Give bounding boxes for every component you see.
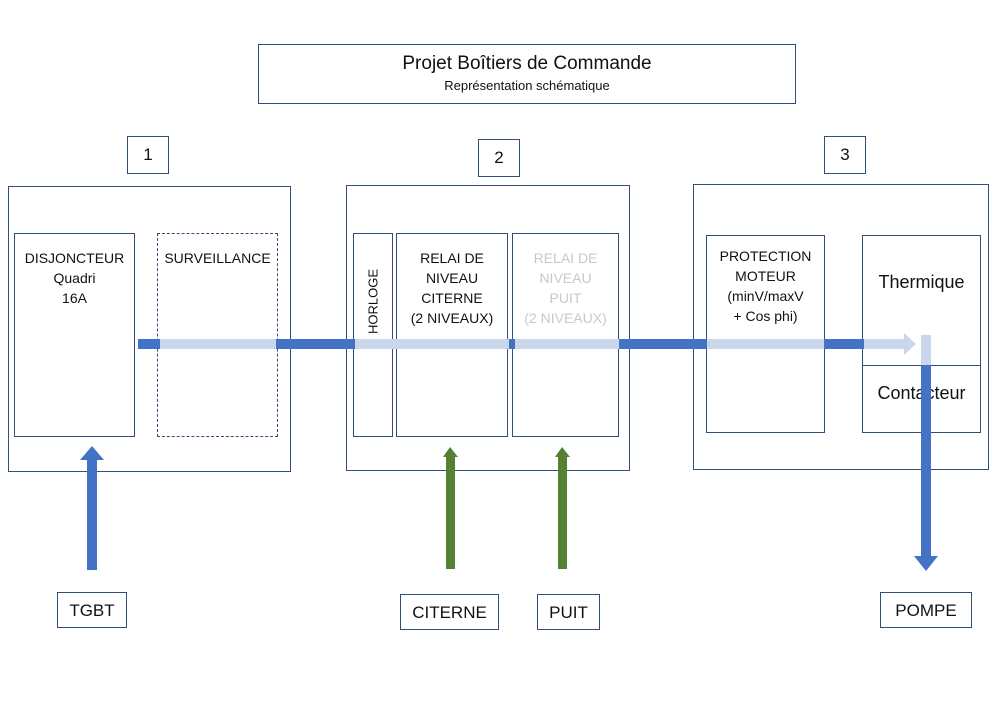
group-number-2: 2 xyxy=(478,139,520,177)
relai-puit-module: RELAI DE NIVEAU PUIT (2 NIVEAUX) xyxy=(512,233,619,437)
module-divider xyxy=(863,365,980,366)
puit-arrow-shaft xyxy=(558,455,567,569)
contacteur-label: Contacteur xyxy=(877,383,966,403)
horloge-module: HORLOGE xyxy=(353,233,393,437)
puit-box: PUIT xyxy=(537,594,600,630)
diagram-title: Projet Boîtiers de Commande xyxy=(402,53,652,74)
relai-puit-line-3: PUIT xyxy=(549,290,582,306)
disjoncteur-line-2: Quadri xyxy=(53,270,96,286)
relai-citerne-line-1: RELAI DE xyxy=(420,250,484,266)
surveillance-module: SURVEILLANCE xyxy=(157,233,278,437)
citerne-arrow-shaft xyxy=(446,455,455,569)
horloge-label: HORLOGE xyxy=(365,269,381,335)
group-number-1: 1 xyxy=(127,136,169,174)
thermique-label: Thermique xyxy=(878,272,965,292)
pompe-arrow-head xyxy=(914,556,938,571)
protection-moteur-module: PROTECTION MOTEUR (minV/maxV + Cos phi) xyxy=(706,235,825,433)
relai-citerne-line-2: NIVEAU xyxy=(425,270,479,286)
relai-puit-line-2: NIVEAU xyxy=(539,270,592,286)
relai-citerne-line-4: (2 NIVEAUX) xyxy=(410,310,494,326)
citerne-box: CITERNE xyxy=(400,594,499,630)
tgbt-arrow-shaft xyxy=(87,458,97,570)
protection-line-2: MOTEUR xyxy=(735,268,796,284)
title-box: Projet Boîtiers de Commande Représentati… xyxy=(258,44,796,104)
disjoncteur-line-1: DISJONCTEUR xyxy=(24,250,125,266)
relai-puit-line-1: RELAI DE xyxy=(533,250,598,266)
disjoncteur-module: DISJONCTEUR Quadri 16A xyxy=(14,233,135,437)
protection-line-4: + Cos phi) xyxy=(733,308,798,324)
tgbt-box: TGBT xyxy=(57,592,127,628)
surveillance-label: SURVEILLANCE xyxy=(164,250,271,266)
thermique-contacteur-module: Thermique Contacteur xyxy=(862,235,981,433)
protection-line-3: (minV/maxV xyxy=(727,288,804,304)
group-number-3: 3 xyxy=(824,136,866,174)
protection-line-1: PROTECTION xyxy=(719,248,812,264)
relai-puit-line-4: (2 NIVEAUX) xyxy=(524,310,607,326)
relai-citerne-line-3: CITERNE xyxy=(421,290,483,306)
disjoncteur-line-3: 16A xyxy=(62,290,87,306)
relai-citerne-module: RELAI DE NIVEAU CITERNE (2 NIVEAUX) xyxy=(396,233,508,437)
diagram-subtitle: Représentation schématique xyxy=(444,78,610,93)
pompe-box: POMPE xyxy=(880,592,972,628)
